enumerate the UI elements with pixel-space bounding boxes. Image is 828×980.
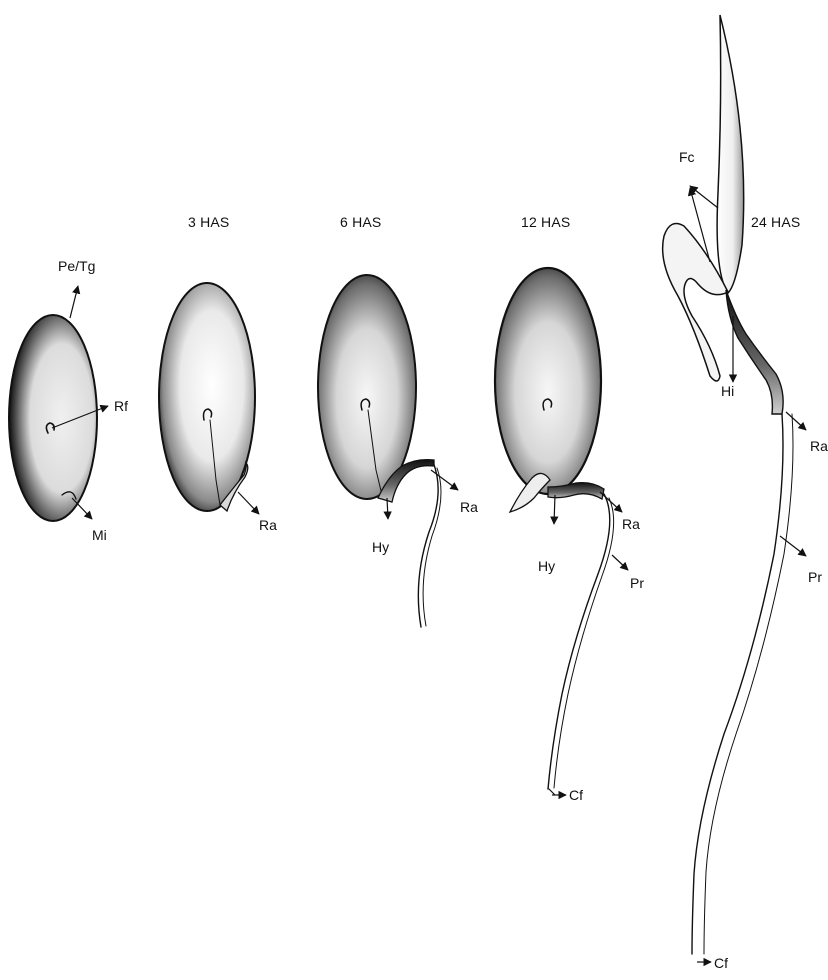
stage-dry-seed: Pe/Tg Rf Mi: [9, 258, 128, 543]
label-hypocotyl: Hy: [372, 539, 389, 555]
label-radicle: Ra: [460, 499, 478, 515]
label-hypocotyl: Hi: [721, 383, 734, 399]
label-radicle: Ra: [259, 517, 277, 533]
seed-body: [495, 268, 601, 494]
label-radicle: Ra: [622, 516, 640, 532]
label-root-cap: Cf: [714, 955, 728, 971]
stage-6-has: 6 HAS Ra Hy: [318, 214, 478, 627]
primary-root-12-has: [548, 494, 610, 789]
label-raphe: Rf: [114, 398, 128, 414]
label-micropyle: Mi: [92, 527, 107, 543]
stage-12-has: 12 HAS Hy Ra Pr Cf: [495, 214, 644, 803]
label-primary-root: Pr: [630, 575, 644, 591]
radicle-6-has: [418, 462, 438, 627]
label-foliaceous-cotyledons: Fc: [679, 149, 695, 165]
label-root-cap: Cf: [569, 787, 583, 803]
primary-root-24-has-edge: [704, 414, 793, 954]
primary-root-12-has-edge: [554, 498, 614, 788]
label-radicle: Ra: [810, 438, 828, 454]
stage-title-3-has: 3 HAS: [188, 214, 229, 230]
stage-3-has: 3 HAS Ra: [159, 214, 277, 533]
root-cap-12-has: [549, 789, 555, 795]
stage-title-24-has: 24 HAS: [751, 214, 800, 230]
label-hypocotyl: Hy: [538, 558, 555, 574]
cotyledon-tall: [717, 15, 744, 293]
seed-body: [9, 315, 97, 521]
seed-body: [318, 275, 416, 499]
label-primary-root: Pr: [808, 569, 822, 585]
label-testa: Pe/Tg: [58, 258, 95, 274]
stage-24-has: 24 HAS Fc Hi Ra Pr Cf: [663, 15, 828, 971]
seed-body: [159, 283, 255, 511]
stage-title-12-has: 12 HAS: [521, 214, 570, 230]
hypocotyl-24-has: [726, 290, 783, 414]
stage-title-6-has: 6 HAS: [340, 214, 381, 230]
